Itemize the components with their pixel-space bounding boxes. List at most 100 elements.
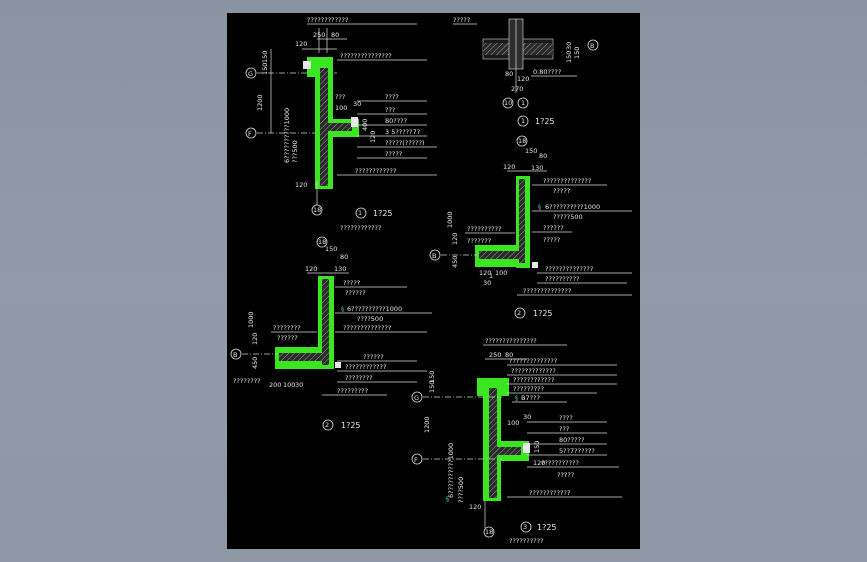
drawing-sheet[interactable]: ???????????? 120 250 80 G F <box>227 13 640 549</box>
d2a-note-0: ?????????? <box>467 225 502 233</box>
d2a-scale: 1?25 <box>533 309 553 318</box>
d1-notes: ??????????????? ???? ??? 80???? 3 5?????… <box>337 52 437 176</box>
d3-dim-r120: 120 <box>533 459 545 467</box>
d1-dim-100: 100 <box>335 104 347 112</box>
d1-grid: 18 <box>313 206 321 214</box>
detail-drawing: ???????????? 120 250 80 G F <box>230 16 632 545</box>
d1-note-6: ????? <box>385 150 402 158</box>
d3-note-8: 5??7?????? <box>559 447 595 455</box>
d2a-note-1: ??????? <box>467 237 491 245</box>
d3-dim-30: 30 <box>523 413 531 421</box>
d3-note-0: ?????????????? <box>509 357 557 365</box>
d2b-note-3: ????500 <box>357 315 383 323</box>
d3-number: 3 <box>523 523 527 531</box>
d2b-axis: B <box>233 351 237 359</box>
detail-3: ??????????????? 250 80 G F 150 150 1 <box>411 337 622 545</box>
d3-notes: ?????????????? ????????????? ???????????… <box>507 357 622 498</box>
d3-note-2: ???????????? <box>513 376 554 384</box>
d2a-note-7: ????? <box>543 236 560 244</box>
d1-dim-bottom: 120 <box>295 181 307 189</box>
d2a-dim-1000: 1000 <box>446 211 454 228</box>
d2b-dim-80: 80 <box>340 253 348 261</box>
d1-top-note: ???????????? <box>307 16 348 24</box>
d1-scale: 1?25 <box>373 209 393 218</box>
d3-note-4: B7??? <box>521 394 540 402</box>
d2b-note-0: ???????? <box>273 324 301 332</box>
d2b-grid: 18 <box>318 238 326 246</box>
d2a-dim-b100: 100 <box>495 269 507 277</box>
d3-note-11: ???????????? <box>529 489 570 497</box>
d2a-number: 2 <box>517 309 521 317</box>
d3-dim-100: 100 <box>507 419 519 427</box>
d3-note-1: ????????????? <box>511 367 556 375</box>
d2b-note-10: ???????? <box>233 377 261 385</box>
d1-dim-500: ???500 <box>291 140 299 163</box>
d3-axis-f: F <box>414 456 418 464</box>
d1b-header: ????? <box>453 16 470 24</box>
d2a-note-5: ????? <box>553 187 570 195</box>
d2b-notes: ???????? ?????? § 6??????????1000 ????50… <box>233 279 432 396</box>
svg-text:§: § <box>538 204 541 211</box>
d1b-dim-150a: 150 <box>565 51 573 63</box>
d3-note-6: ??? <box>559 425 569 433</box>
d2a-note-2: 6??????????1000 <box>545 203 600 211</box>
d3-note-5: ???? <box>559 414 573 422</box>
d1-note-4: 3 5?????7? <box>385 128 420 136</box>
d2b-note-1: ?????? <box>277 334 298 342</box>
svg-text:§: § <box>341 306 344 313</box>
d1b-label-1: 1 <box>521 99 525 107</box>
d2a-note-3: ?????500 <box>553 213 583 221</box>
d2b-note-5: ????? <box>343 279 360 287</box>
d2b-dim-450: 450 <box>251 357 259 369</box>
d1-note-5: ?????(?????) <box>385 139 425 147</box>
d1-note-3: 80???? <box>385 117 407 125</box>
d2a-dim-b1: 1 <box>489 272 493 280</box>
d3-dim-bottom: 120 <box>469 503 481 511</box>
detail-1: ???????????? 120 250 80 G F <box>245 16 437 232</box>
d2a-dim-b120: 120 <box>479 269 491 277</box>
d3-top-note: ??????????????? <box>485 337 537 345</box>
d2a-dim-b30: 30 <box>483 279 491 287</box>
d1b-dim-80: 80 <box>505 70 513 78</box>
d1-caption: ???????????? <box>340 224 381 232</box>
d3-caption: ?????????? <box>509 537 544 545</box>
d2a-note-6: ?????? <box>543 224 564 232</box>
d1b-dim-270: 270 <box>511 85 523 93</box>
d2b-note-6: ?????? <box>345 289 366 297</box>
d1-axis-g: G <box>248 70 253 78</box>
d2a-dim-120: 120 <box>503 163 515 171</box>
d2a-note-8: ?????????????? <box>545 265 593 273</box>
d2a-dim-l120: 120 <box>451 233 459 245</box>
d3-grid: 18 <box>485 528 493 536</box>
d2a-dim-450: 450 <box>451 256 459 268</box>
d2b-dim-150: 150 <box>325 245 337 253</box>
d2b-note-11: ????????? <box>337 387 368 395</box>
d2b-note-8: ???????????? <box>345 363 386 371</box>
d3-dim-150a: 150 <box>428 381 436 393</box>
d1-dim-150a: 150 <box>261 51 269 63</box>
d1-axis-f: F <box>248 130 252 138</box>
d3-dim-1200: 1200 <box>423 416 431 433</box>
d3-dim-80: 80 <box>505 351 513 359</box>
d3-note-10: ????? <box>557 471 574 479</box>
d3-note-3: ????????? <box>513 385 544 393</box>
d2b-dim-b200: 200 <box>269 381 281 389</box>
d1-note-7: ???????????? <box>355 167 396 175</box>
d3-scale: 1?25 <box>537 523 557 532</box>
d2b-note-9: ???????? <box>345 374 373 382</box>
d2b-dim-b30: 30 <box>295 381 303 389</box>
d1b-dim-30: 30 <box>565 42 573 50</box>
d2b-dim-1000: 1000 <box>247 311 255 328</box>
d2a-note-9: ?????????? <box>545 275 580 283</box>
d2b-note-4: ?????????????? <box>343 324 391 332</box>
d3-dim-500: ????500 <box>457 477 465 503</box>
d1-dim-80: 80 <box>331 31 339 39</box>
d2a-dim-150: 150 <box>525 147 537 155</box>
detail-2a: 18 120 150 80 130 B 1000 120 450 120 1 <box>429 135 632 319</box>
svg-text:§: § <box>515 395 518 402</box>
d1-note-2: ??? <box>385 106 395 114</box>
d2a-axis: B <box>432 252 436 260</box>
d3-note-9: ??????????? <box>541 459 579 467</box>
d1b-number: 1 <box>521 117 525 125</box>
